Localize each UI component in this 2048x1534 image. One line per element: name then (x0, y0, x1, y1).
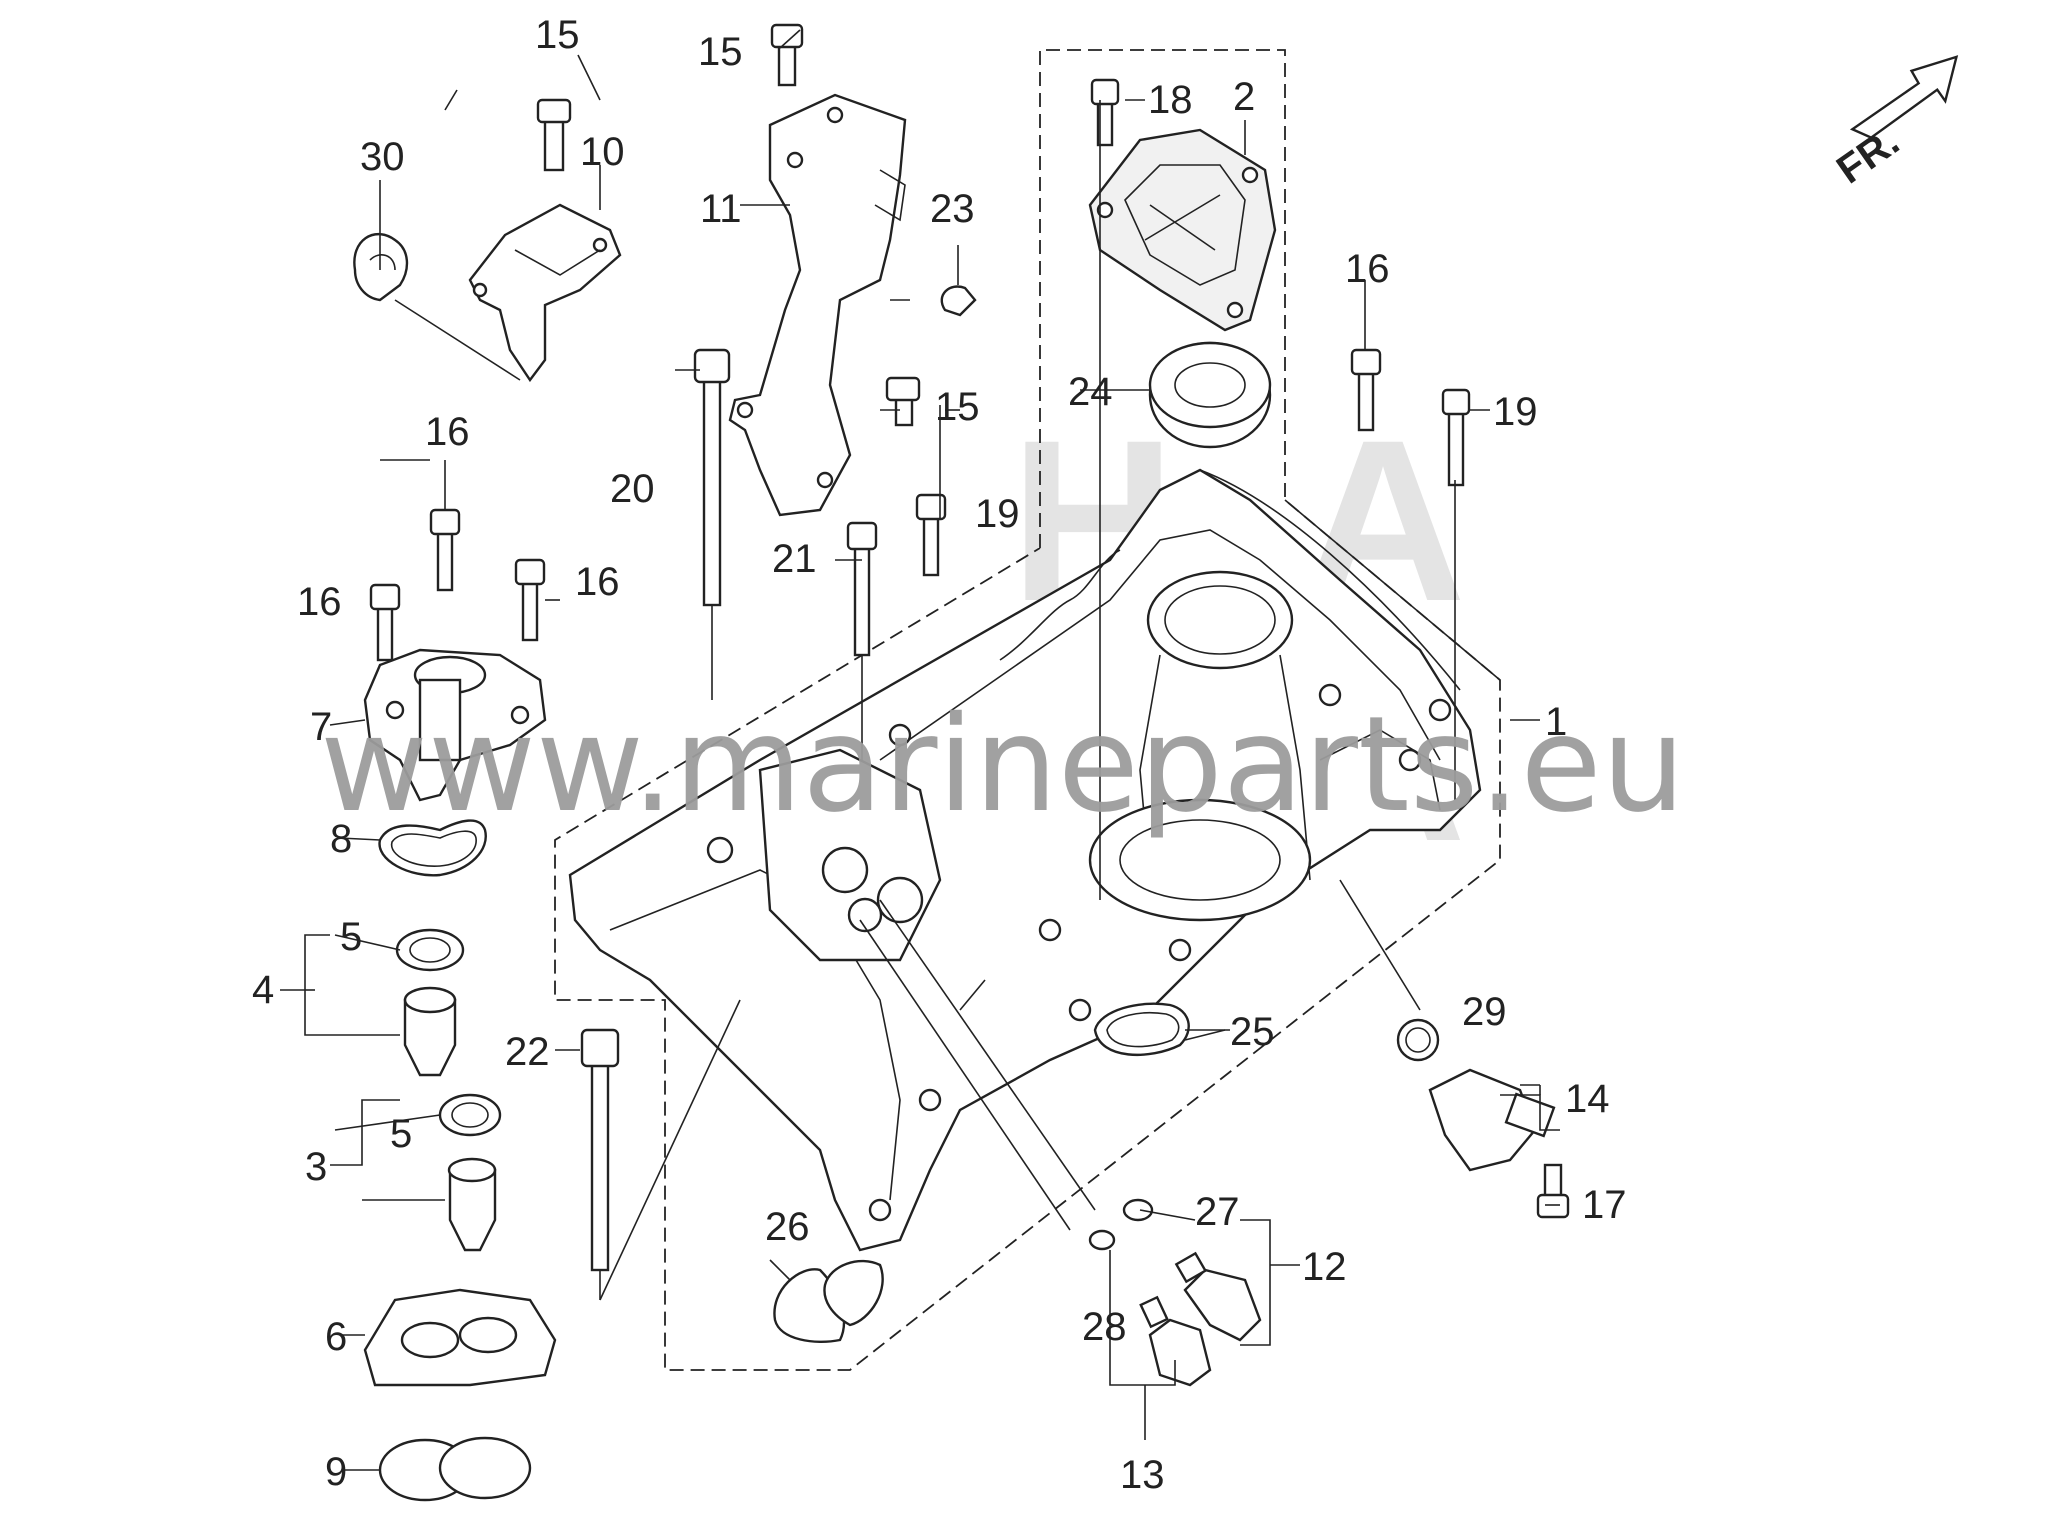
callout-16-left-top[interactable]: 16 (425, 410, 470, 454)
callout-4[interactable]: 4 (252, 968, 274, 1012)
callout-12[interactable]: 12 (1302, 1245, 1347, 1289)
callout-20[interactable]: 20 (610, 467, 655, 511)
callout-25[interactable]: 25 (1230, 1010, 1275, 1054)
callout-21[interactable]: 21 (772, 537, 817, 581)
callout-22[interactable]: 22 (505, 1030, 550, 1074)
part-7-housing (363, 648, 547, 802)
callout-labels: 1 2 3 4 5 5 6 7 8 9 10 11 12 13 14 15 15… (252, 13, 1627, 1497)
callout-19-center[interactable]: 19 (975, 492, 1020, 536)
callout-8[interactable]: 8 (330, 817, 352, 861)
assembly-dashed-outline (554, 49, 1501, 1371)
gaskets (378, 819, 1190, 1343)
callout-28[interactable]: 28 (1082, 1305, 1127, 1349)
callout-13[interactable]: 13 (1120, 1453, 1165, 1497)
part-11-bracket (728, 93, 907, 517)
callout-17[interactable]: 17 (1582, 1183, 1627, 1227)
callout-15-top-left[interactable]: 15 (535, 13, 580, 57)
callout-1[interactable]: 1 (1545, 700, 1567, 744)
callout-9[interactable]: 9 (325, 1450, 347, 1494)
main-plate (568, 468, 1482, 1252)
callout-19-right[interactable]: 19 (1493, 390, 1538, 434)
callout-5-upper[interactable]: 5 (340, 915, 362, 959)
part-24-seal (1148, 341, 1272, 449)
callout-15-top-center[interactable]: 15 (698, 30, 743, 74)
callout-3[interactable]: 3 (305, 1145, 327, 1189)
callout-29[interactable]: 29 (1462, 990, 1507, 1034)
callout-5-lower[interactable]: 5 (390, 1112, 412, 1156)
callout-15-bracket[interactable]: 15 (935, 385, 980, 429)
callout-10[interactable]: 10 (580, 130, 625, 174)
watermark-text: www.marineparts.eu (320, 688, 1685, 842)
callout-26[interactable]: 26 (765, 1205, 810, 1249)
callout-16-left[interactable]: 16 (297, 580, 342, 624)
small-fittings (940, 285, 1440, 1251)
callout-23[interactable]: 23 (930, 187, 975, 231)
callout-30[interactable]: 30 (360, 135, 405, 179)
sensors (1139, 1068, 1556, 1387)
callout-2[interactable]: 2 (1233, 75, 1255, 119)
callout-18[interactable]: 18 (1148, 78, 1193, 122)
callout-7[interactable]: 7 (310, 705, 332, 749)
leader-lines (280, 29, 1560, 1471)
callout-16-right[interactable]: 16 (575, 560, 620, 604)
callout-24[interactable]: 24 (1068, 370, 1113, 414)
part-10-bracket (468, 203, 622, 383)
callout-6[interactable]: 6 (325, 1315, 347, 1359)
part-2-cover (1088, 128, 1277, 332)
callout-16-plate[interactable]: 16 (1345, 247, 1390, 291)
callout-14[interactable]: 14 (1565, 1077, 1610, 1121)
front-direction-arrow: FR. (1829, 55, 1959, 192)
filter-fittings (363, 928, 557, 1502)
front-marker-label: FR. (1829, 119, 1907, 192)
callout-27[interactable]: 27 (1195, 1190, 1240, 1234)
callout-11[interactable]: 11 (700, 187, 742, 231)
